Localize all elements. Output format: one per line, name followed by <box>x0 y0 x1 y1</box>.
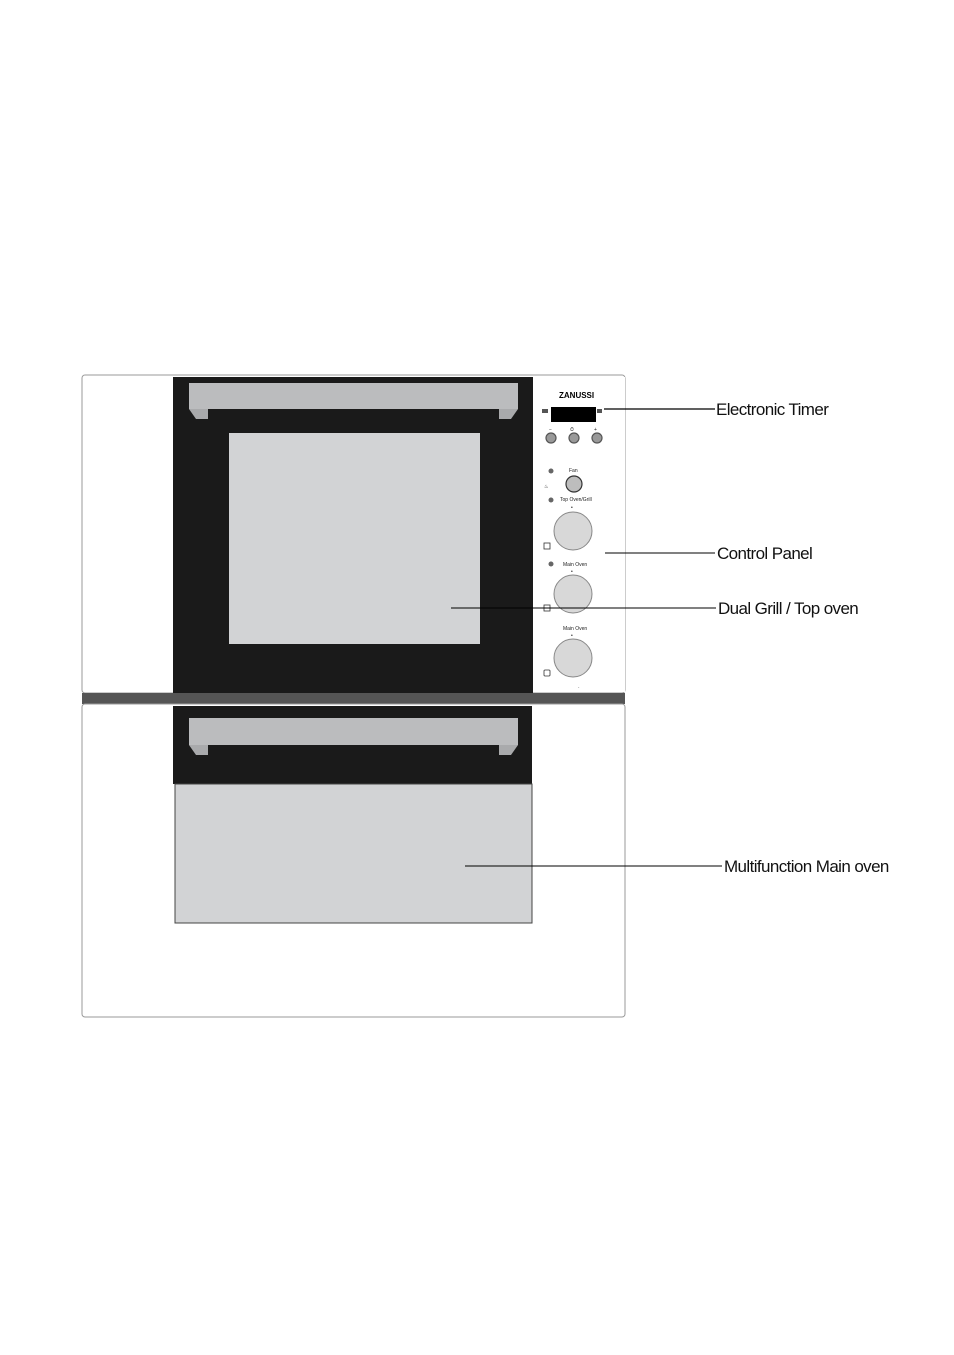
timer-minus-button[interactable] <box>546 433 556 443</box>
timer-minus-label: − <box>549 427 552 433</box>
fan-label: Fan <box>569 468 578 474</box>
main-oven-window <box>175 784 532 923</box>
knob-top-oven-marker: • <box>571 505 573 511</box>
electronic-timer-label: Electronic Timer <box>716 400 829 419</box>
timer-clock-label: ⏱ <box>570 427 574 433</box>
top-oven-window <box>229 433 480 644</box>
fan-button[interactable] <box>566 476 582 492</box>
oven-divider <box>82 693 625 704</box>
knob-main-oven-temp-label: Main Oven <box>563 626 587 632</box>
knob-main-oven-temp-marker: • <box>571 633 573 639</box>
control-panel-label: Control Panel <box>717 544 812 563</box>
timer-indicator-left <box>542 409 548 413</box>
timer-indicator-right <box>597 409 602 413</box>
timer-plus-label: + <box>594 427 597 433</box>
top-oven-light-icon <box>549 498 554 503</box>
top-oven-grill-knob[interactable] <box>554 512 592 550</box>
timer-plus-button[interactable] <box>592 433 602 443</box>
knob-main-oven-marker: • <box>571 569 573 575</box>
knob-main-oven-label: Main Oven <box>563 562 587 568</box>
fan-light-icon <box>549 469 554 474</box>
dual-grill-label: Dual Grill / Top oven <box>718 599 858 618</box>
fan-icon: ♨ <box>544 484 548 490</box>
main-oven-function-knob[interactable] <box>554 575 592 613</box>
main-oven-temperature-knob[interactable] <box>554 639 592 677</box>
brand-logo: ZANUSSI <box>559 391 594 400</box>
timer-display <box>551 407 596 422</box>
knob-top-oven-label: Top Oven/Grill <box>560 497 592 503</box>
main-oven-label: Multifunction Main oven <box>724 857 889 876</box>
main-oven-light-icon <box>549 562 554 567</box>
timer-clock-button[interactable] <box>569 433 579 443</box>
control-panel: ZANUSSI − ⏱ + Fan ♨ Top Oven/Grill • Mai… <box>533 377 625 692</box>
